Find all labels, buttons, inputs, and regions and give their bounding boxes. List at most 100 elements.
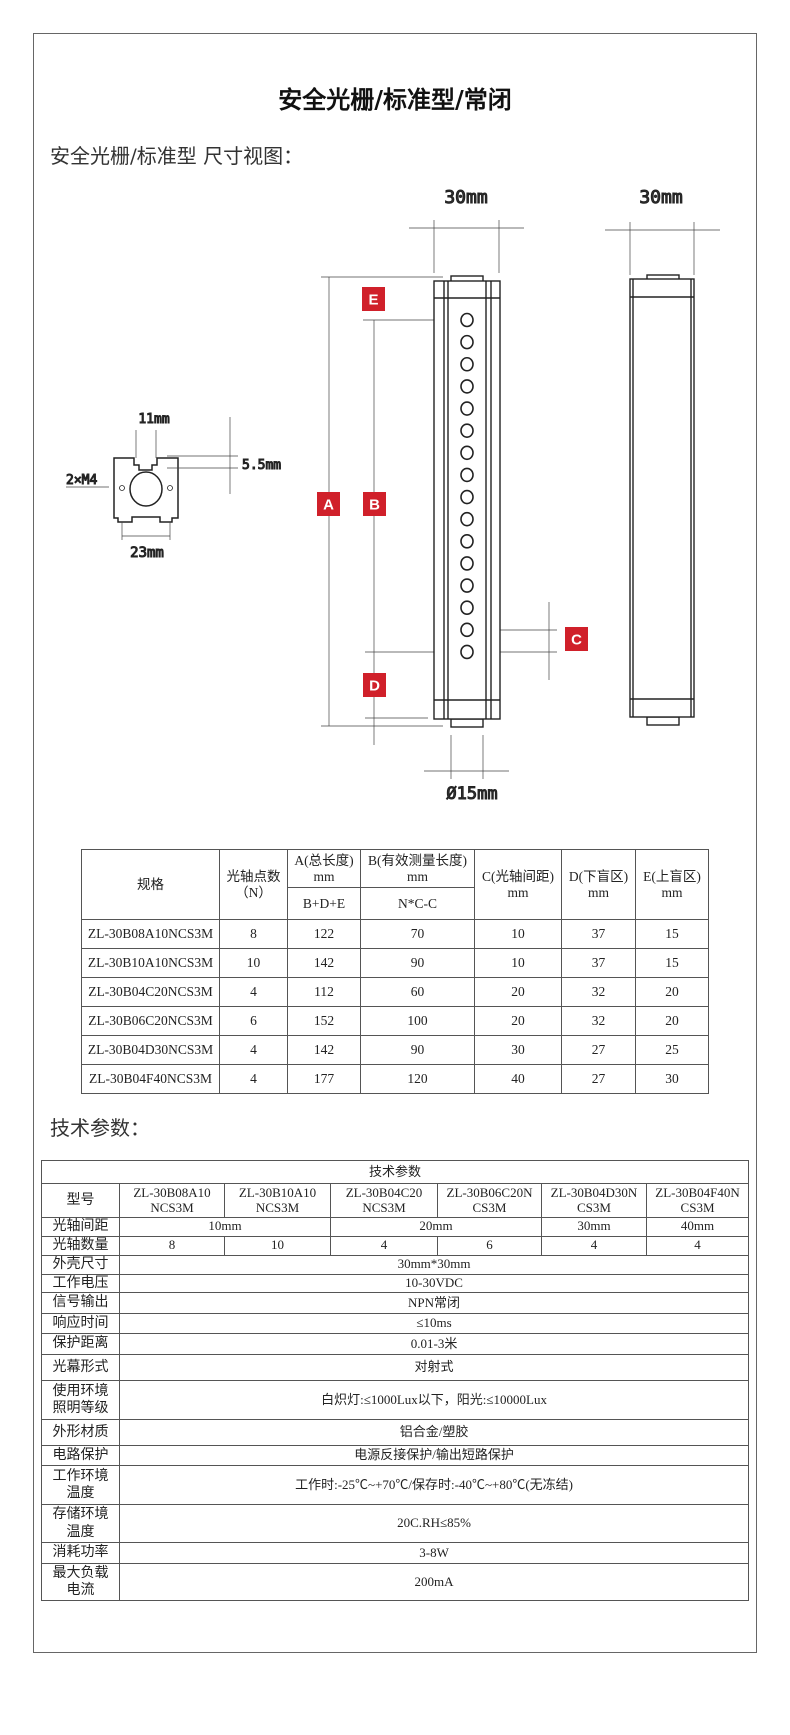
row-label: 保护距离	[41, 1333, 120, 1355]
model-cell: ZL-30B04D30NCS3M	[81, 1035, 220, 1065]
value-cell: 177	[287, 1064, 361, 1094]
beam-emitter-icon	[460, 467, 474, 483]
light-curtain-front	[433, 275, 501, 728]
beam-emitter-icon	[460, 334, 474, 350]
row-label: 外壳尺寸	[41, 1254, 120, 1275]
row-label: 最大负载电流	[41, 1563, 120, 1601]
param-row: 使用环境照明等级白炽灯:≤1000Lux以下，阳光:≤10000Lux	[41, 1380, 750, 1420]
count-cell: 4	[330, 1235, 438, 1256]
value-cell: 6	[219, 1006, 288, 1036]
beam-emitter-icon	[460, 356, 474, 372]
count-cell: 10	[224, 1235, 331, 1256]
label-b: B	[363, 492, 386, 516]
row-value: 工作时:-25℃~+70℃/保存时:-40℃~+80℃(无冻结)	[118, 1465, 750, 1505]
count-cell: 6	[437, 1235, 542, 1256]
value-cell: 15	[635, 948, 709, 978]
section-depth-dim: 5.5mm	[242, 458, 281, 473]
value-cell: 122	[287, 919, 361, 949]
value-cell: 90	[360, 1035, 475, 1065]
value-cell: 10	[219, 948, 288, 978]
spacing-cell: 20mm	[330, 1217, 542, 1237]
param-row: 光幕形式对射式	[41, 1354, 750, 1381]
header-points: 光轴点数（N）	[219, 849, 288, 920]
row-value: NPN常闭	[118, 1292, 750, 1314]
model-cell: ZL-30B06C20NCS3M	[81, 1006, 220, 1036]
tech-table-title: 技术参数	[40, 1160, 750, 1184]
model-cell: ZL-30B04F40NCS3M	[81, 1064, 220, 1094]
beam-emitter-icon	[460, 379, 474, 394]
beam-emitter-icon	[460, 622, 474, 638]
param-row: 响应时间≤10ms	[41, 1313, 750, 1334]
beam-emitter-icon	[460, 423, 474, 438]
value-cell: 70	[360, 919, 475, 949]
cross-section-view	[113, 457, 179, 523]
value-cell: 37	[561, 919, 636, 949]
value-cell: 20	[474, 977, 562, 1007]
spacing-cell: 10mm	[119, 1217, 331, 1237]
value-cell: 37	[561, 948, 636, 978]
value-cell: 10	[474, 948, 562, 978]
beam-emitter-icon	[460, 600, 474, 615]
header-d: D(下盲区)mm	[561, 849, 636, 920]
row-label: 使用环境照明等级	[41, 1380, 120, 1420]
header-e: E(上盲区)mm	[635, 849, 709, 920]
header-b: B(有效测量长度)mm	[360, 849, 475, 888]
beam-emitter-icon	[460, 533, 474, 549]
value-cell: 25	[635, 1035, 709, 1065]
label-d: D	[363, 673, 386, 697]
page-border	[33, 33, 757, 1653]
row-value: ≤10ms	[118, 1313, 750, 1334]
tech-section-title: 技术参数：	[50, 1116, 150, 1140]
value-cell: 32	[561, 977, 636, 1007]
row-label: 信号输出	[41, 1292, 120, 1314]
header-model: 规格	[81, 849, 220, 920]
param-row: 外形材质铝合金/塑胶	[41, 1419, 750, 1446]
row-value: 20C.RH≤85%	[118, 1504, 750, 1543]
model-cell: ZL-30B10A10NCS3M	[81, 948, 220, 978]
row-value: 3-8W	[118, 1542, 750, 1564]
spacing-row: 光轴间距 10mm 20mm 30mm 40mm	[41, 1217, 750, 1237]
row-value: 对射式	[118, 1354, 750, 1381]
value-cell: 60	[360, 977, 475, 1007]
svg-text:A: A	[323, 497, 334, 514]
beam-emitter-icon	[460, 312, 474, 328]
value-cell: 20	[474, 1006, 562, 1036]
value-cell: 100	[360, 1006, 475, 1036]
param-row: 工作环境温度工作时:-25℃~+70℃/保存时:-40℃~+80℃(无冻结)	[41, 1465, 750, 1505]
row-value: 电源反接保护/输出短路保护	[118, 1445, 750, 1466]
value-cell: 30	[474, 1035, 562, 1065]
label-e: E	[362, 287, 385, 311]
svg-text:B: B	[369, 497, 380, 514]
value-cell: 30	[635, 1064, 709, 1094]
model-cell: ZL-30B04C20NCS3M	[81, 977, 220, 1007]
row-label: 存储环境温度	[41, 1504, 120, 1543]
value-cell: 142	[287, 948, 361, 978]
light-curtain-side	[629, 274, 695, 726]
beam-emitter-icon	[460, 556, 474, 571]
value-cell: 112	[287, 977, 361, 1007]
drawing-subtitle: 安全光栅/标准型 尺寸视图：	[50, 144, 304, 168]
svg-text:C: C	[571, 632, 582, 649]
value-cell: 27	[561, 1064, 636, 1094]
beam-emitter-icon	[460, 445, 474, 461]
count-cell: 4	[645, 1235, 750, 1256]
label-c: C	[565, 627, 588, 651]
row-label: 工作电压	[41, 1273, 120, 1293]
value-cell: 15	[635, 919, 709, 949]
beam-emitter-icon	[460, 511, 474, 527]
row-value: 10-30VDC	[118, 1273, 750, 1293]
beam-emitter-icon	[460, 644, 474, 660]
svg-text:D: D	[369, 678, 380, 695]
